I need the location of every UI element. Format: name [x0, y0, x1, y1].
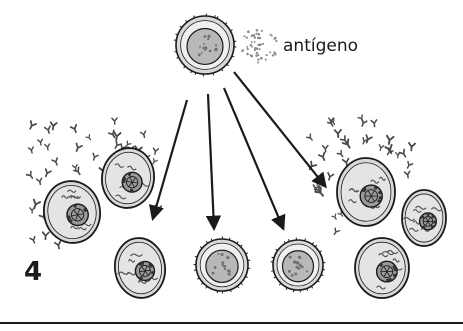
antibody-y-icon: [28, 121, 37, 130]
antibody-y-icon: [335, 130, 342, 138]
antibody-y-icon: [307, 134, 314, 141]
arrows-group: [153, 72, 325, 228]
lymphocyte-icon: [194, 237, 251, 294]
antibody-y-icon: [28, 147, 34, 154]
antibody-y-icon: [405, 171, 411, 178]
antibody-y-icon: [45, 144, 51, 150]
panel-number: 4: [24, 257, 42, 287]
antibody-y-icon: [408, 143, 415, 151]
antibody-y-icon: [45, 126, 52, 134]
antibody-y-icon: [30, 208, 35, 213]
arrow-icon: [208, 94, 214, 228]
antibody-y-icon: [74, 144, 82, 153]
antibody-y-icon: [86, 135, 92, 141]
arrow-icon: [153, 100, 187, 218]
antibody-y-icon: [364, 135, 372, 144]
antibody-y-icon: [71, 125, 79, 133]
antibody-y-icon: [141, 131, 147, 138]
antibody-y-icon: [399, 149, 407, 158]
antibody-y-icon: [396, 153, 401, 158]
antibody-y-icon: [386, 136, 394, 145]
antibody-y-icon: [378, 145, 384, 151]
antibody-y-icon: [113, 141, 121, 149]
antibody-y-icon: [31, 200, 40, 209]
antibody-y-icon: [332, 214, 338, 220]
antibody-y-icon: [26, 171, 34, 179]
arrow-icon: [234, 72, 325, 186]
antibody-y-icon: [38, 139, 44, 145]
antigen-particles-icon: [241, 29, 277, 63]
antibody-y-icon: [152, 148, 158, 154]
antibody-y-icon: [30, 237, 37, 244]
cells-group: [39, 14, 446, 302]
antibody-y-icon: [385, 145, 394, 155]
antigen-label: antígeno: [283, 36, 358, 56]
plasma-cell-icon: [402, 190, 446, 246]
antibody-y-icon: [43, 169, 51, 177]
plasma-cell-icon: [98, 145, 158, 212]
antibody-y-icon: [326, 173, 333, 181]
plasma-cell-icon: [355, 238, 409, 298]
lymphocyte-icon: [271, 238, 326, 293]
antibody-y-icon: [337, 150, 344, 158]
plasma-cell-icon: [39, 177, 105, 248]
antibody-y-icon: [112, 118, 117, 124]
antibody-y-icon: [371, 120, 377, 127]
antibody-y-icon: [319, 153, 327, 162]
antibody-y-icon: [405, 161, 412, 169]
antibody-y-icon: [323, 146, 329, 152]
b-lymphocyte-icon: [174, 14, 237, 77]
antibody-y-icon: [332, 228, 339, 235]
plasma-cell-icon: [111, 235, 169, 301]
arrow-icon: [224, 88, 283, 228]
antibody-y-icon: [91, 153, 98, 160]
antibody-y-icon: [42, 232, 48, 239]
antibody-y-icon: [52, 158, 59, 166]
antibody-y-icon: [37, 178, 43, 185]
antibody-y-icon: [343, 139, 353, 149]
antibody-y-icon: [55, 241, 62, 249]
plasma-cell-icon: [337, 158, 395, 226]
